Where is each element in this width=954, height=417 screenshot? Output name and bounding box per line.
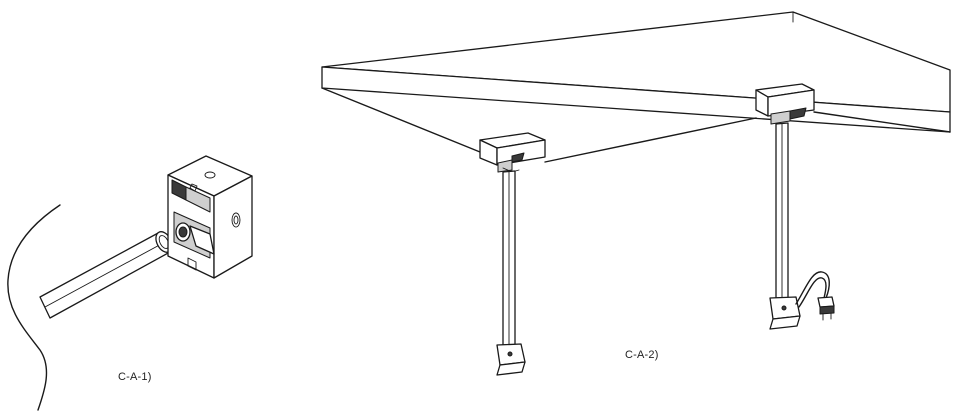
figure-label-c-a-1: C-A-1) [118, 371, 152, 383]
ceiling-slab [321, 11, 951, 163]
conduit-pipe [39, 231, 173, 319]
wall-outline [7, 204, 61, 411]
junction-box-wall [167, 155, 253, 279]
ceiling-mount-right [755, 83, 835, 330]
ceiling-mount-left [479, 132, 546, 376]
figure-label-c-a-2: C-A-2) [625, 349, 659, 361]
